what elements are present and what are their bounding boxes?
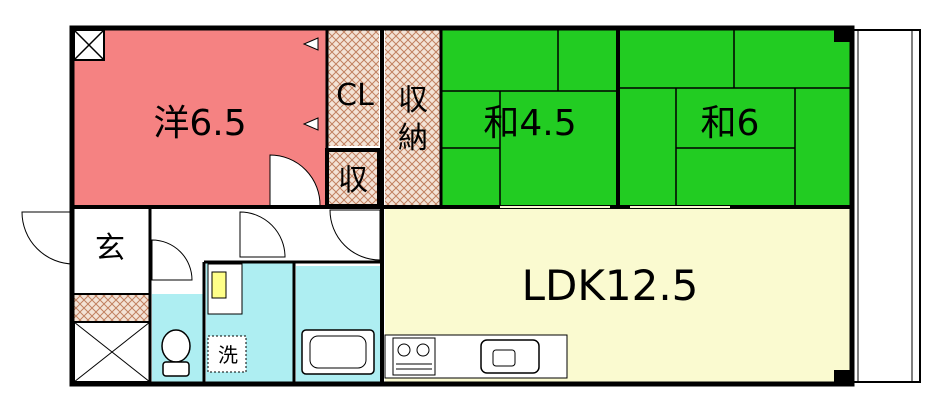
japanese-room-2[interactable] — [620, 30, 850, 206]
toilet-door-icon — [151, 239, 193, 281]
closet-label: CL — [336, 78, 374, 113]
walls — [69, 25, 855, 387]
entrance-door-icon — [21, 211, 75, 265]
hall-door-icon — [329, 209, 381, 261]
tatami-lines-1 — [441, 30, 616, 206]
entrance-label: 玄 — [95, 231, 125, 266]
door-swing-icon — [269, 154, 321, 207]
toilet-icon — [161, 329, 191, 377]
washroom-label: 洗 — [218, 343, 238, 367]
japanese-room-1-label: 和4.5 — [483, 103, 576, 144]
storage-closet-large[interactable] — [385, 30, 441, 206]
entrance[interactable] — [74, 208, 150, 294]
washing-machine-area — [207, 335, 247, 373]
closet-cl[interactable] — [327, 30, 379, 146]
ldk-label: LDK12.5 — [522, 261, 699, 310]
western-room-label: 洋6.5 — [153, 103, 246, 144]
storage-large-label-2: 納 — [398, 121, 428, 156]
washroom-door-icon — [239, 211, 286, 258]
japanese-room-2-label: 和6 — [701, 103, 760, 144]
shoe-cabinet — [73, 293, 151, 323]
storage-closet-small[interactable] — [327, 150, 379, 206]
storage-small-label: 収 — [338, 163, 368, 198]
tatami-lines-2 — [620, 30, 850, 206]
balcony — [849, 29, 921, 383]
storage-large-label-1: 収 — [398, 83, 428, 118]
japanese-room-1[interactable] — [441, 30, 616, 206]
